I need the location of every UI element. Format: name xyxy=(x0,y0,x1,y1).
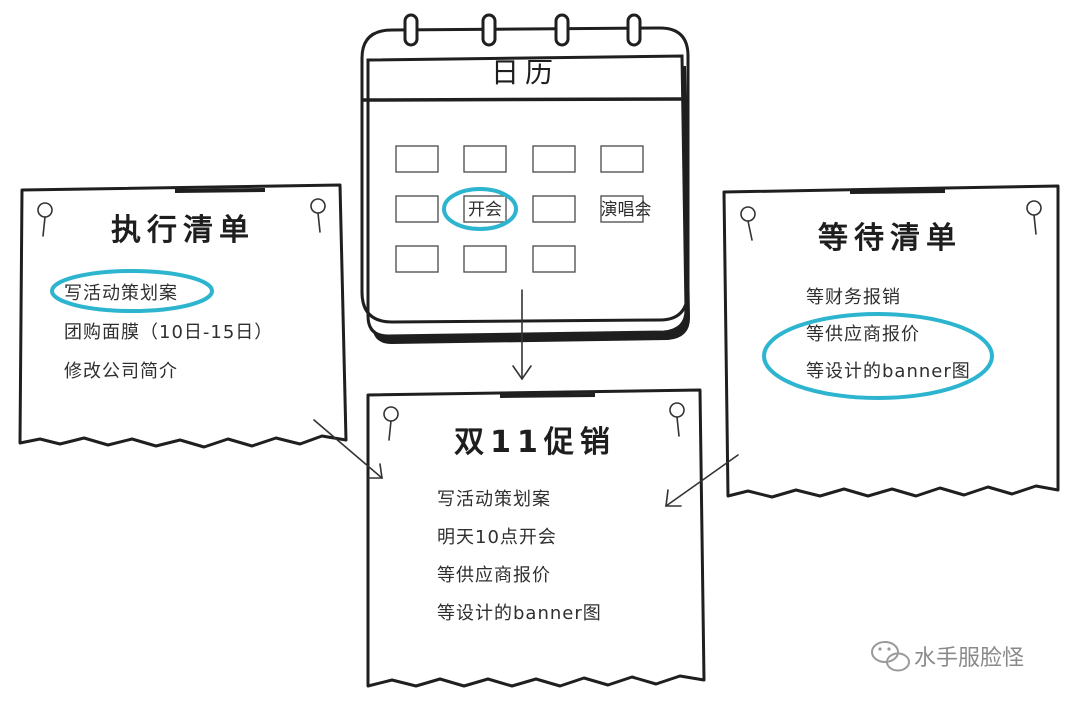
calendar-cell xyxy=(532,145,576,173)
todo-list-note: 执行清单 写活动策划案 团购面膜（10日-15日） 修改公司简介 xyxy=(18,183,348,449)
arrow-todo-to-project xyxy=(313,419,383,479)
pin-icon xyxy=(1026,200,1042,235)
waiting-list-title: 等待清单 xyxy=(818,221,962,256)
arrow-waiting-to-project xyxy=(665,454,739,507)
waiting-item: 等供应商报价 xyxy=(806,324,920,345)
todo-item: 写活动策划案 xyxy=(64,283,178,304)
project-note: 双11促销 写活动策划案 明天10点开会 等供应商报价 等设计的banner图 xyxy=(366,388,706,688)
highlight-circle xyxy=(50,269,214,313)
calendar-event-meeting: 开会 xyxy=(468,200,502,220)
calendar-cell xyxy=(532,245,576,273)
calendar-ring-icon xyxy=(626,13,642,47)
project-title: 双11促销 xyxy=(454,425,616,460)
calendar-grid xyxy=(395,145,644,273)
calendar-cell xyxy=(395,145,439,173)
calendar-ring-icon xyxy=(481,13,497,47)
pin-icon xyxy=(310,198,326,233)
note-paper xyxy=(366,388,706,688)
highlight-circle xyxy=(442,187,518,231)
project-item: 等设计的banner图 xyxy=(437,603,602,624)
calendar-title: 日历 xyxy=(491,56,559,89)
calendar-cell xyxy=(395,195,439,223)
project-item: 明天10点开会 xyxy=(437,527,557,548)
note-clip xyxy=(174,188,266,193)
calendar-cell xyxy=(532,195,576,223)
pin-icon xyxy=(37,202,53,237)
calendar-cell xyxy=(463,245,507,273)
calendar-cell xyxy=(395,245,439,273)
pin-icon xyxy=(383,406,399,441)
watermark: 水手服脸怪 xyxy=(871,641,1024,672)
waiting-item: 等财务报销 xyxy=(806,287,901,308)
calendar-page-back xyxy=(366,54,688,338)
calendar-header-divider xyxy=(361,97,689,102)
note-paper xyxy=(18,183,348,449)
pin-icon xyxy=(740,206,756,241)
todo-item: 修改公司简介 xyxy=(64,361,178,382)
note-paper xyxy=(722,184,1060,499)
calendar-cell xyxy=(600,145,644,173)
wechat-icon xyxy=(871,641,910,672)
calendar-event-concert: 演唱会 xyxy=(601,200,652,220)
pin-icon xyxy=(669,402,685,437)
note-clip xyxy=(499,393,596,398)
project-item: 写活动策划案 xyxy=(437,489,551,510)
arrow-calendar-to-project xyxy=(512,289,532,381)
waiting-list-note: 等待清单 等财务报销 等供应商报价 等设计的banner图 xyxy=(722,184,1060,499)
calendar-ring-icon xyxy=(403,13,419,47)
calendar-cell-event xyxy=(463,195,507,223)
highlight-circle xyxy=(762,312,994,400)
watermark-text: 水手服脸怪 xyxy=(914,646,1024,671)
waiting-item: 等设计的banner图 xyxy=(806,361,971,382)
calendar-rings xyxy=(403,13,642,47)
todo-item: 团购面膜（10日-15日） xyxy=(64,322,273,343)
calendar-body xyxy=(360,26,690,324)
calendar-ring-icon xyxy=(554,13,570,47)
calendar: 日历 开会 演唱会 xyxy=(360,13,690,344)
calendar-cell-event xyxy=(600,195,644,223)
calendar-cell xyxy=(463,145,507,173)
todo-list-title: 执行清单 xyxy=(111,213,255,248)
note-clip xyxy=(849,189,946,194)
project-item: 等供应商报价 xyxy=(437,565,551,586)
